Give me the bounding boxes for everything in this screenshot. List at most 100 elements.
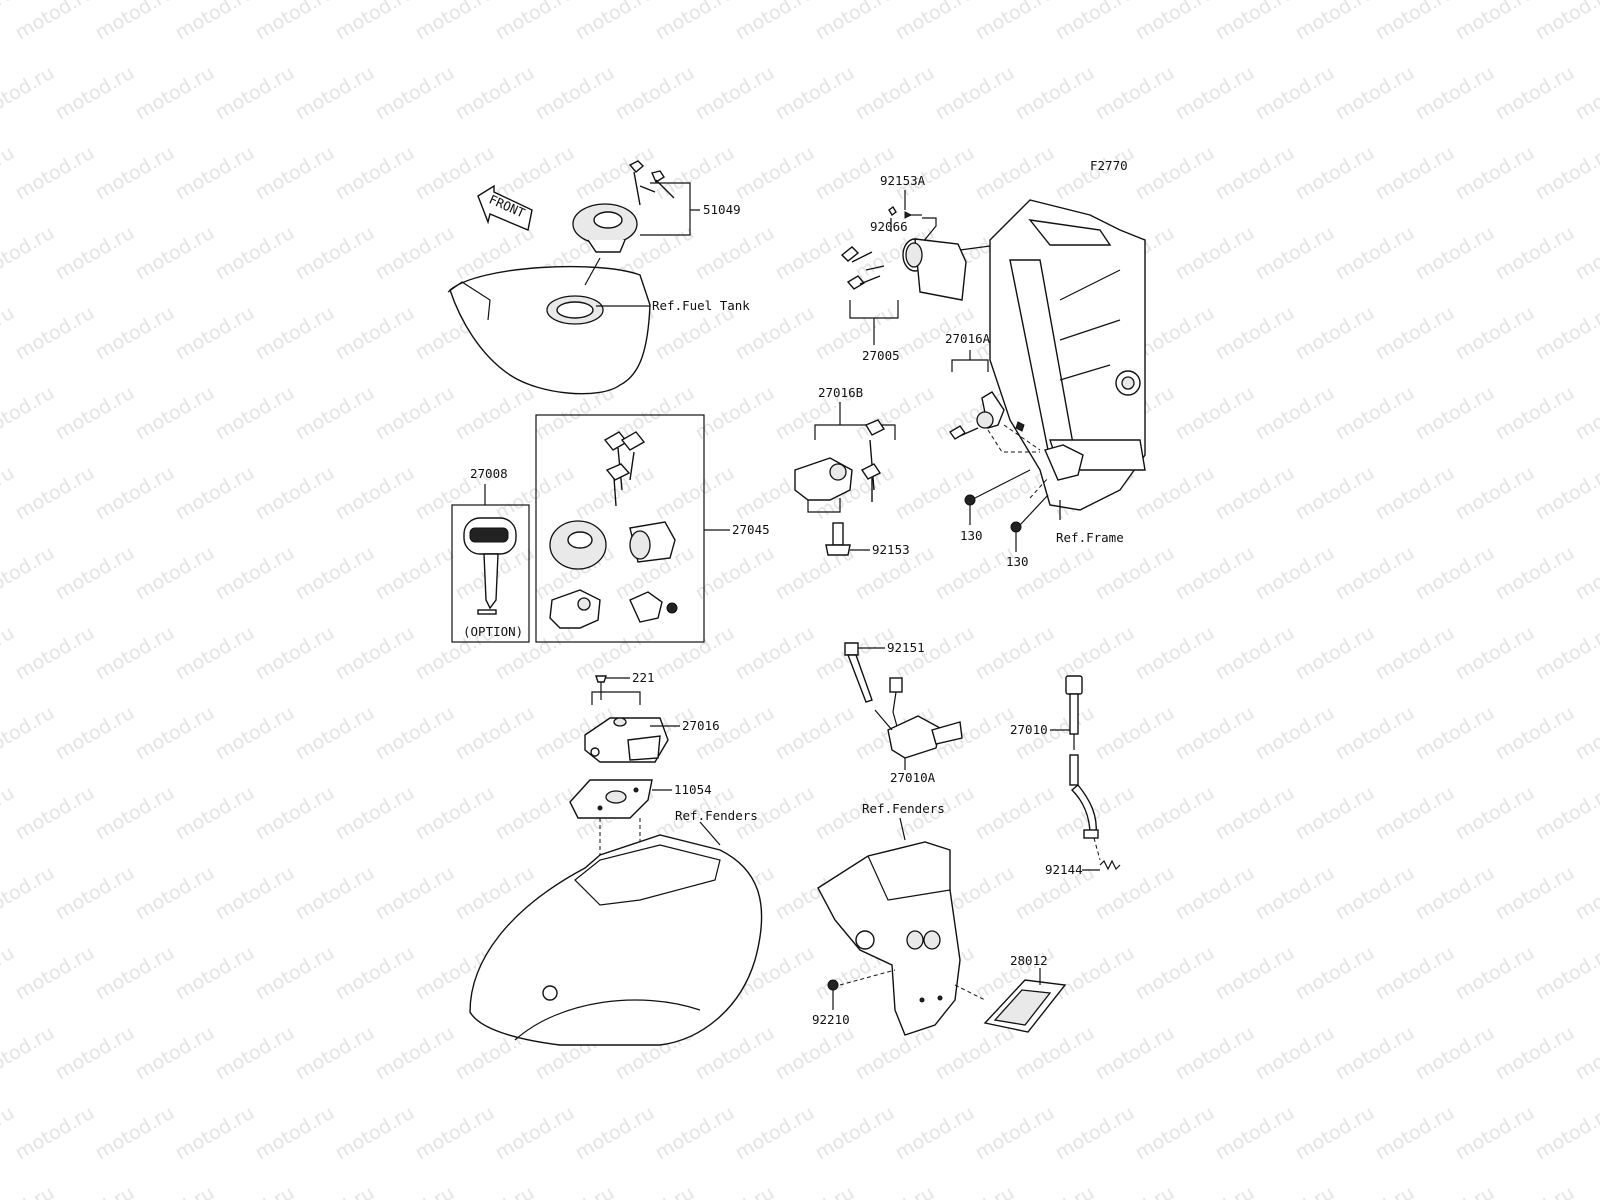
watermark-text: motod.ru [212,542,298,605]
watermark-text: motod.ru [212,62,298,125]
watermark-text: motod.ru [932,1182,1018,1200]
kit-ignition-cylinder [629,521,676,563]
option-key-box [451,504,530,643]
watermark-text: motod.ru [1092,1022,1178,1085]
seat-lock-27016 [584,717,669,763]
watermark-text: motod.ru [172,622,258,685]
watermark-text: motod.ru [172,462,258,525]
bracket-11054 [569,779,653,819]
part-label-221: 221 [632,670,655,685]
watermark-text: motod.ru [0,942,18,1005]
watermark-text: motod.ru [92,622,178,685]
watermark-text: motod.ru [412,1102,498,1165]
watermark-text: motod.ru [372,222,458,285]
watermark-text: motod.ru [972,1102,1058,1165]
part-label-27010A: 27010A [890,770,936,785]
watermark-text: motod.ru [332,782,418,845]
watermark-text: motod.ru [1172,1182,1258,1200]
watermark-text: motod.ru [1252,1022,1338,1085]
watermark-text: motod.ru [132,702,218,765]
watermark-text: motod.ru [1012,1182,1098,1200]
watermark-text: motod.ru [172,142,258,205]
watermark-text: motod.ru [52,862,138,925]
bolt-130-b [1010,521,1022,552]
watermark-text: motod.ru [1492,542,1578,605]
watermark-text: motod.ru [1452,782,1538,845]
watermark-text: motod.ru [52,702,138,765]
watermark-text: motod.ru [292,702,378,765]
watermark-text: motod.ru [12,0,98,44]
watermark-text: motod.ru [1572,382,1600,445]
watermark-text: motod.ru [12,1102,98,1165]
watermark-text: motod.ru [372,1182,458,1200]
watermark-text: motod.ru [332,142,418,205]
watermark-text: motod.ru [52,1182,138,1200]
watermark-text: motod.ru [1172,382,1258,445]
watermark-text: motod.ru [1412,222,1498,285]
watermark-text: motod.ru [132,382,218,445]
watermark-text: motod.ru [1012,62,1098,125]
watermark-text: motod.ru [972,622,1058,685]
fuel-cap-keys [628,160,675,206]
watermark-text: motod.ru [1532,302,1600,365]
watermark-text: motod.ru [1452,302,1538,365]
watermark-text: motod.ru [1292,302,1378,365]
watermark-text: motod.ru [212,1182,298,1200]
watermark-text: motod.ru [972,142,1058,205]
part-label-92144: 92144 [1045,862,1083,877]
watermark-text: motod.ru [652,142,738,205]
watermark-text: motod.ru [212,862,298,925]
fuel-cap [572,203,638,253]
watermark-text: motod.ru [1492,1182,1578,1200]
watermark-text: motod.ru [252,942,338,1005]
watermark-text: motod.ru [52,1022,138,1085]
watermark-text: motod.ru [1452,0,1538,44]
watermark-text: motod.ru [52,62,138,125]
watermark-text: motod.ru [372,382,458,445]
watermark-text: motod.ru [292,542,378,605]
watermark-text: motod.ru [772,1022,858,1085]
watermark-text: motod.ru [1492,382,1578,445]
watermark-text: motod.ru [252,1102,338,1165]
watermark-text: motod.ru [1572,222,1600,285]
watermark-text: motod.ru [452,702,538,765]
watermark-text: motod.ru [372,1022,458,1085]
watermark-text: motod.ru [1092,542,1178,605]
watermark-text: motod.ru [732,1102,818,1165]
watermark-text: motod.ru [972,0,1058,44]
watermark-text: motod.ru [92,0,178,44]
watermark-text: motod.ru [0,1182,58,1200]
watermark-text: motod.ru [1132,1102,1218,1165]
part-label-27016A: 27016A [945,331,991,346]
license-bracket-illustration [817,841,961,1036]
watermark-text: motod.ru [1332,1022,1418,1085]
watermark-text: motod.ru [0,462,18,525]
reflector-28012 [983,979,1067,1033]
nut-92210 [827,979,839,1010]
watermark-text: motod.ru [332,1102,418,1165]
watermark-text: motod.ru [532,1182,618,1200]
watermark-text: motod.ru [292,1022,378,1085]
watermark-text: motod.ru [12,782,98,845]
watermark-text: motod.ru [1532,142,1600,205]
watermark-text: motod.ru [1052,1102,1138,1165]
fuel-tank-illustration [447,265,651,395]
watermark-text: motod.ru [492,0,578,44]
watermark-text: motod.ru [692,222,778,285]
watermark-text: motod.ru [372,542,458,605]
watermark-text: motod.ru [1572,542,1600,605]
watermark-text: motod.ru [1212,142,1298,205]
watermark-text: motod.ru [172,782,258,845]
frame-illustration [989,199,1146,511]
watermark-text: motod.ru [252,0,338,44]
watermark-text: motod.ru [692,1182,778,1200]
watermark-text: motod.ru [1212,1102,1298,1165]
watermark-text: motod.ru [1012,542,1098,605]
watermark-text: motod.ru [132,62,218,125]
watermark-text: motod.ru [52,542,138,605]
watermark-text: motod.ru [252,782,338,845]
watermark-text: motod.ru [92,942,178,1005]
watermark-text: motod.ru [132,542,218,605]
watermark-text: motod.ru [652,0,738,44]
